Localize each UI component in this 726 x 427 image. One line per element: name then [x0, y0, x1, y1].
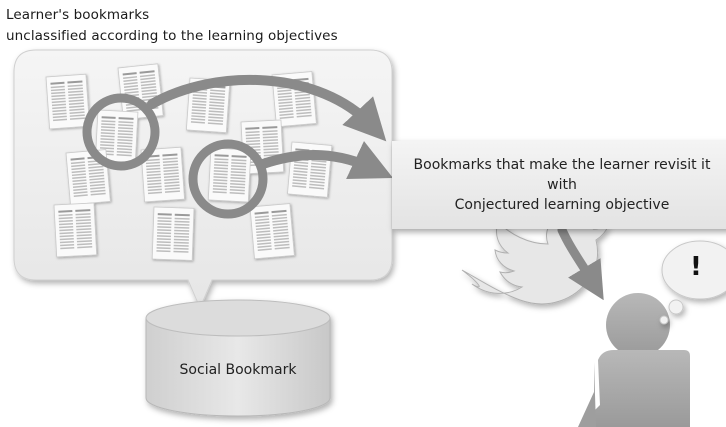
arrow-icon: [557, 225, 604, 301]
database-icon: [145, 299, 331, 417]
arrow-icon: [258, 141, 394, 180]
caption-line-2: unclassified according to the learning o…: [6, 28, 338, 44]
objective-line-1: Bookmarks that make the learner revisit …: [413, 157, 711, 173]
database-label: Social Bookmark: [179, 362, 297, 378]
highlight-circle: [188, 139, 268, 219]
caption: Learner's bookmarks unclassified accordi…: [6, 5, 338, 47]
person-icon: [578, 293, 690, 427]
objective-line-3: Conjectured learning objective: [454, 197, 670, 213]
objective-box: Bookmarks that make the learner revisit …: [392, 141, 726, 229]
exclamation-mark: !: [690, 252, 702, 282]
caption-line-1: Learner's bookmarks: [6, 7, 150, 23]
arrow-icon: [147, 74, 387, 142]
highlight-circle: [82, 93, 160, 171]
thought-bubble-icon: [659, 240, 726, 325]
objective-line-2: with: [547, 177, 577, 193]
